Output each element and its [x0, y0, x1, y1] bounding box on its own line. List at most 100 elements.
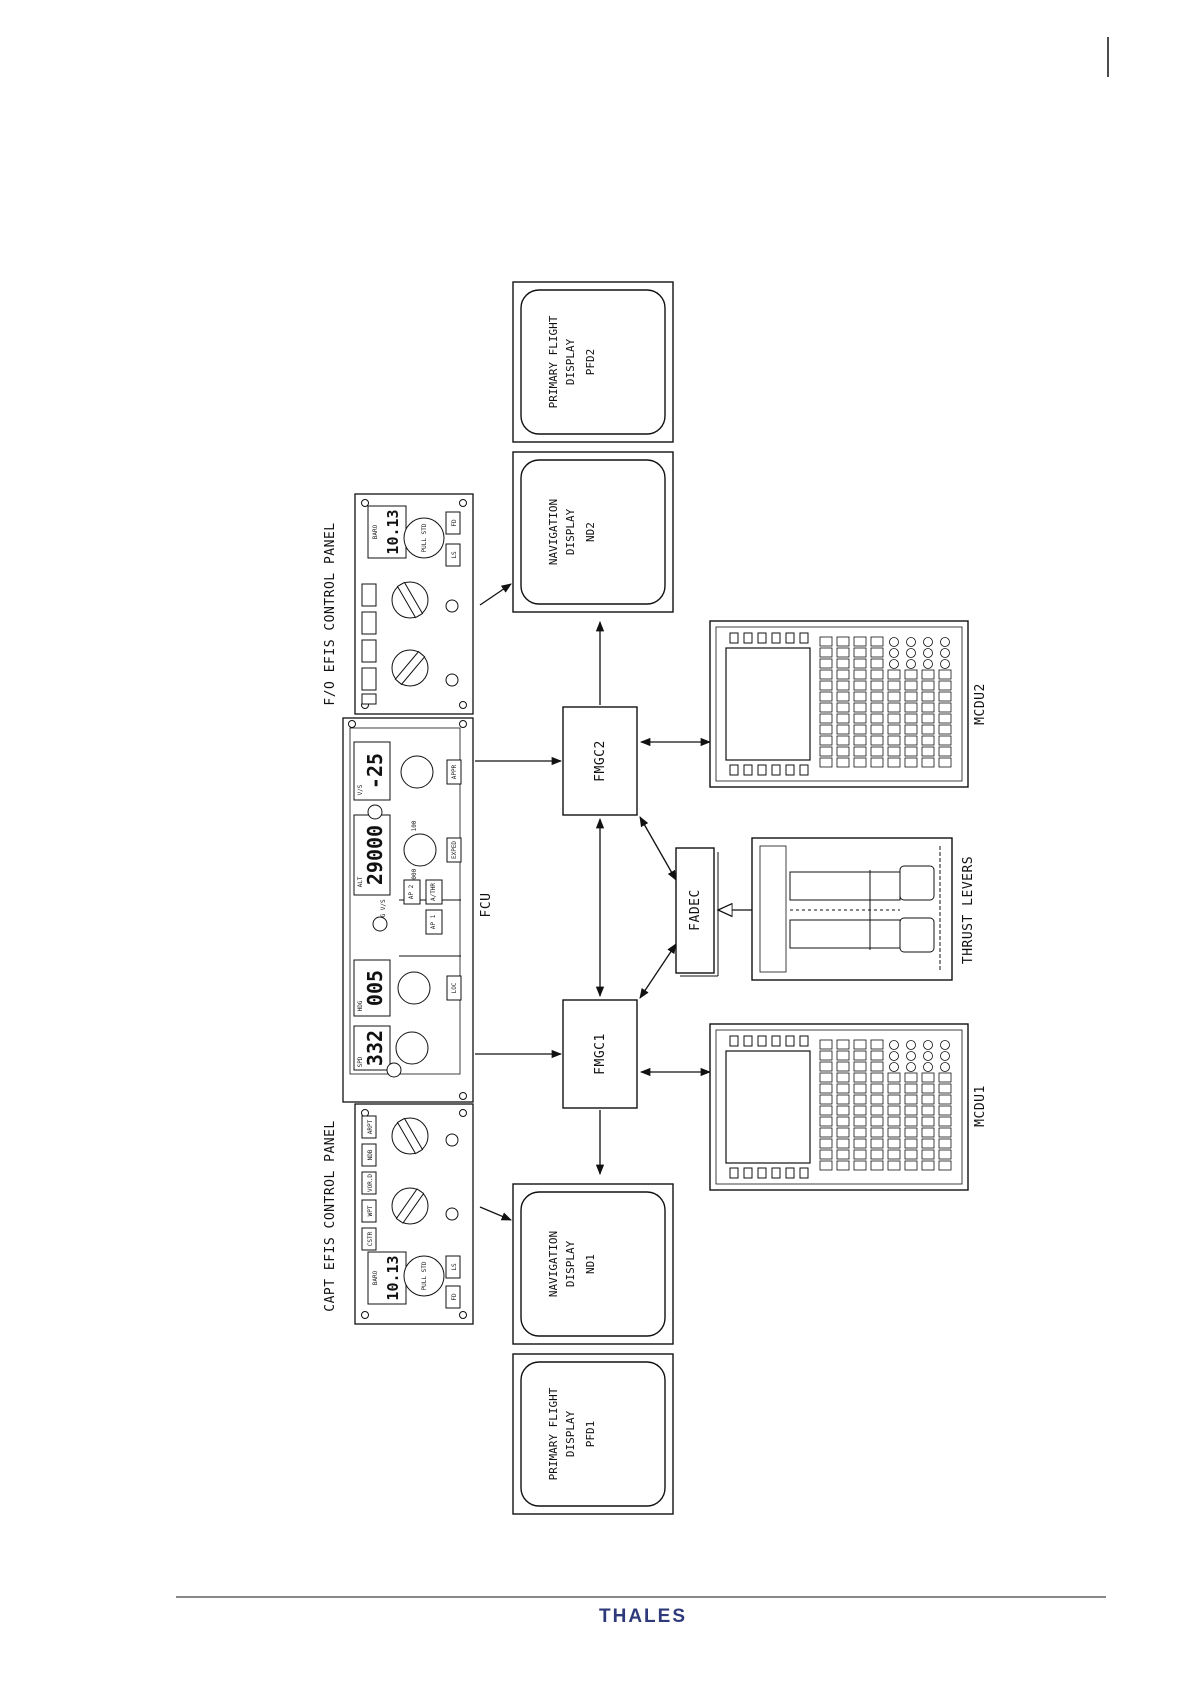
mcdu-key[interactable] [870, 1039, 884, 1050]
thrust-lever-2[interactable] [899, 865, 935, 901]
mcdu-key[interactable] [887, 1160, 901, 1171]
mcdu-key[interactable] [836, 702, 850, 713]
mcdu-key[interactable] [921, 1083, 935, 1094]
mcdu-key[interactable] [819, 1127, 833, 1138]
mcdu-key[interactable] [904, 757, 918, 768]
mcdu-key[interactable] [904, 1116, 918, 1127]
mcdu-key[interactable] [853, 735, 867, 746]
mcdu-key[interactable] [870, 1072, 884, 1083]
mcdu-key[interactable] [904, 1072, 918, 1083]
mcdu-key[interactable] [887, 724, 901, 735]
mcdu-key[interactable] [836, 713, 850, 724]
mcdu-key[interactable] [836, 1116, 850, 1127]
mcdu-key[interactable] [940, 1051, 950, 1061]
fcu-athr-button[interactable] [425, 879, 443, 905]
mcdu-key[interactable] [853, 1127, 867, 1138]
mcdu1-lsk-right[interactable] [729, 1167, 809, 1179]
fcu-hdg-knob[interactable] [397, 971, 431, 1005]
mcdu-key[interactable] [819, 1039, 833, 1050]
fo-option-buttons[interactable] [361, 583, 377, 705]
mcdu-key[interactable] [904, 669, 918, 680]
mcdu-key[interactable] [870, 735, 884, 746]
mcdu-key[interactable] [819, 1061, 833, 1072]
mcdu-key[interactable] [889, 1062, 899, 1072]
mcdu-key[interactable] [940, 1062, 950, 1072]
mcdu-key[interactable] [870, 1105, 884, 1116]
mcdu-key[interactable] [921, 1105, 935, 1116]
mcdu-key[interactable] [923, 1051, 933, 1061]
mcdu-key[interactable] [819, 757, 833, 768]
fo-adf-vor1-switch[interactable] [445, 673, 459, 687]
mcdu-key[interactable] [853, 1061, 867, 1072]
mcdu-key[interactable] [904, 1127, 918, 1138]
mcdu-key[interactable] [904, 746, 918, 757]
mcdu-key[interactable] [836, 636, 850, 647]
mcdu-key[interactable] [853, 713, 867, 724]
mcdu-key[interactable] [819, 713, 833, 724]
mcdu-key[interactable] [904, 1160, 918, 1171]
mcdu-key[interactable] [887, 735, 901, 746]
mcdu-key[interactable] [853, 1105, 867, 1116]
mcdu-key[interactable] [870, 1149, 884, 1160]
mcdu-key[interactable] [887, 1138, 901, 1149]
mcdu-key[interactable] [938, 1149, 952, 1160]
mcdu-key[interactable] [921, 1149, 935, 1160]
fcu-vs-knob[interactable] [400, 755, 434, 789]
mcdu-key[interactable] [819, 724, 833, 735]
mcdu-key[interactable] [870, 1083, 884, 1094]
mcdu-key[interactable] [870, 658, 884, 669]
mcdu-key[interactable] [906, 1051, 916, 1061]
mcdu1-keypad[interactable] [819, 1039, 952, 1171]
mcdu-key[interactable] [819, 702, 833, 713]
mcdu-key[interactable] [853, 1149, 867, 1160]
mcdu-key[interactable] [904, 1149, 918, 1160]
mcdu-key[interactable] [889, 659, 899, 669]
fo-adf-vor2-switch[interactable] [445, 599, 459, 613]
mcdu-key[interactable] [853, 1083, 867, 1094]
mcdu-key[interactable] [887, 1105, 901, 1116]
fo-ls-button[interactable] [445, 543, 461, 567]
mcdu-key[interactable] [940, 648, 950, 658]
mcdu-key[interactable] [836, 647, 850, 658]
mcdu-key[interactable] [887, 691, 901, 702]
mcdu-key[interactable] [904, 1094, 918, 1105]
mcdu-key[interactable] [836, 1127, 850, 1138]
mcdu-key[interactable] [921, 1072, 935, 1083]
capt-option-buttons[interactable] [361, 1115, 377, 1251]
mcdu-key[interactable] [887, 1072, 901, 1083]
mcdu-key[interactable] [836, 757, 850, 768]
mcdu-key[interactable] [836, 1061, 850, 1072]
mcdu-key[interactable] [836, 1050, 850, 1061]
mcdu-key[interactable] [836, 724, 850, 735]
mcdu-key[interactable] [904, 680, 918, 691]
mcdu2-lsk-right[interactable] [729, 764, 809, 776]
mcdu-key[interactable] [819, 1105, 833, 1116]
mcdu-key[interactable] [836, 1149, 850, 1160]
mcdu-key[interactable] [819, 1083, 833, 1094]
mcdu-key[interactable] [940, 637, 950, 647]
mcdu-key[interactable] [836, 735, 850, 746]
mcdu-key[interactable] [819, 735, 833, 746]
mcdu-key[interactable] [904, 1083, 918, 1094]
mcdu-key[interactable] [887, 1149, 901, 1160]
mcdu-key[interactable] [923, 1062, 933, 1072]
mcdu-key[interactable] [904, 1138, 918, 1149]
mcdu-key[interactable] [870, 1050, 884, 1061]
mcdu-key[interactable] [836, 1072, 850, 1083]
mcdu-key[interactable] [819, 1072, 833, 1083]
mcdu-key[interactable] [938, 1127, 952, 1138]
mcdu-key[interactable] [819, 680, 833, 691]
mcdu-key[interactable] [921, 1127, 935, 1138]
mcdu-key[interactable] [853, 691, 867, 702]
mcdu-key[interactable] [853, 1050, 867, 1061]
mcdu-key[interactable] [853, 658, 867, 669]
mcdu-key[interactable] [938, 1083, 952, 1094]
thrust-lever-1[interactable] [899, 917, 935, 953]
mcdu-key[interactable] [938, 702, 952, 713]
fo-fd-button[interactable] [445, 511, 461, 535]
mcdu-key[interactable] [870, 746, 884, 757]
mcdu-key[interactable] [870, 636, 884, 647]
mcdu-key[interactable] [906, 659, 916, 669]
mcdu-key[interactable] [923, 1040, 933, 1050]
mcdu-key[interactable] [938, 1160, 952, 1171]
